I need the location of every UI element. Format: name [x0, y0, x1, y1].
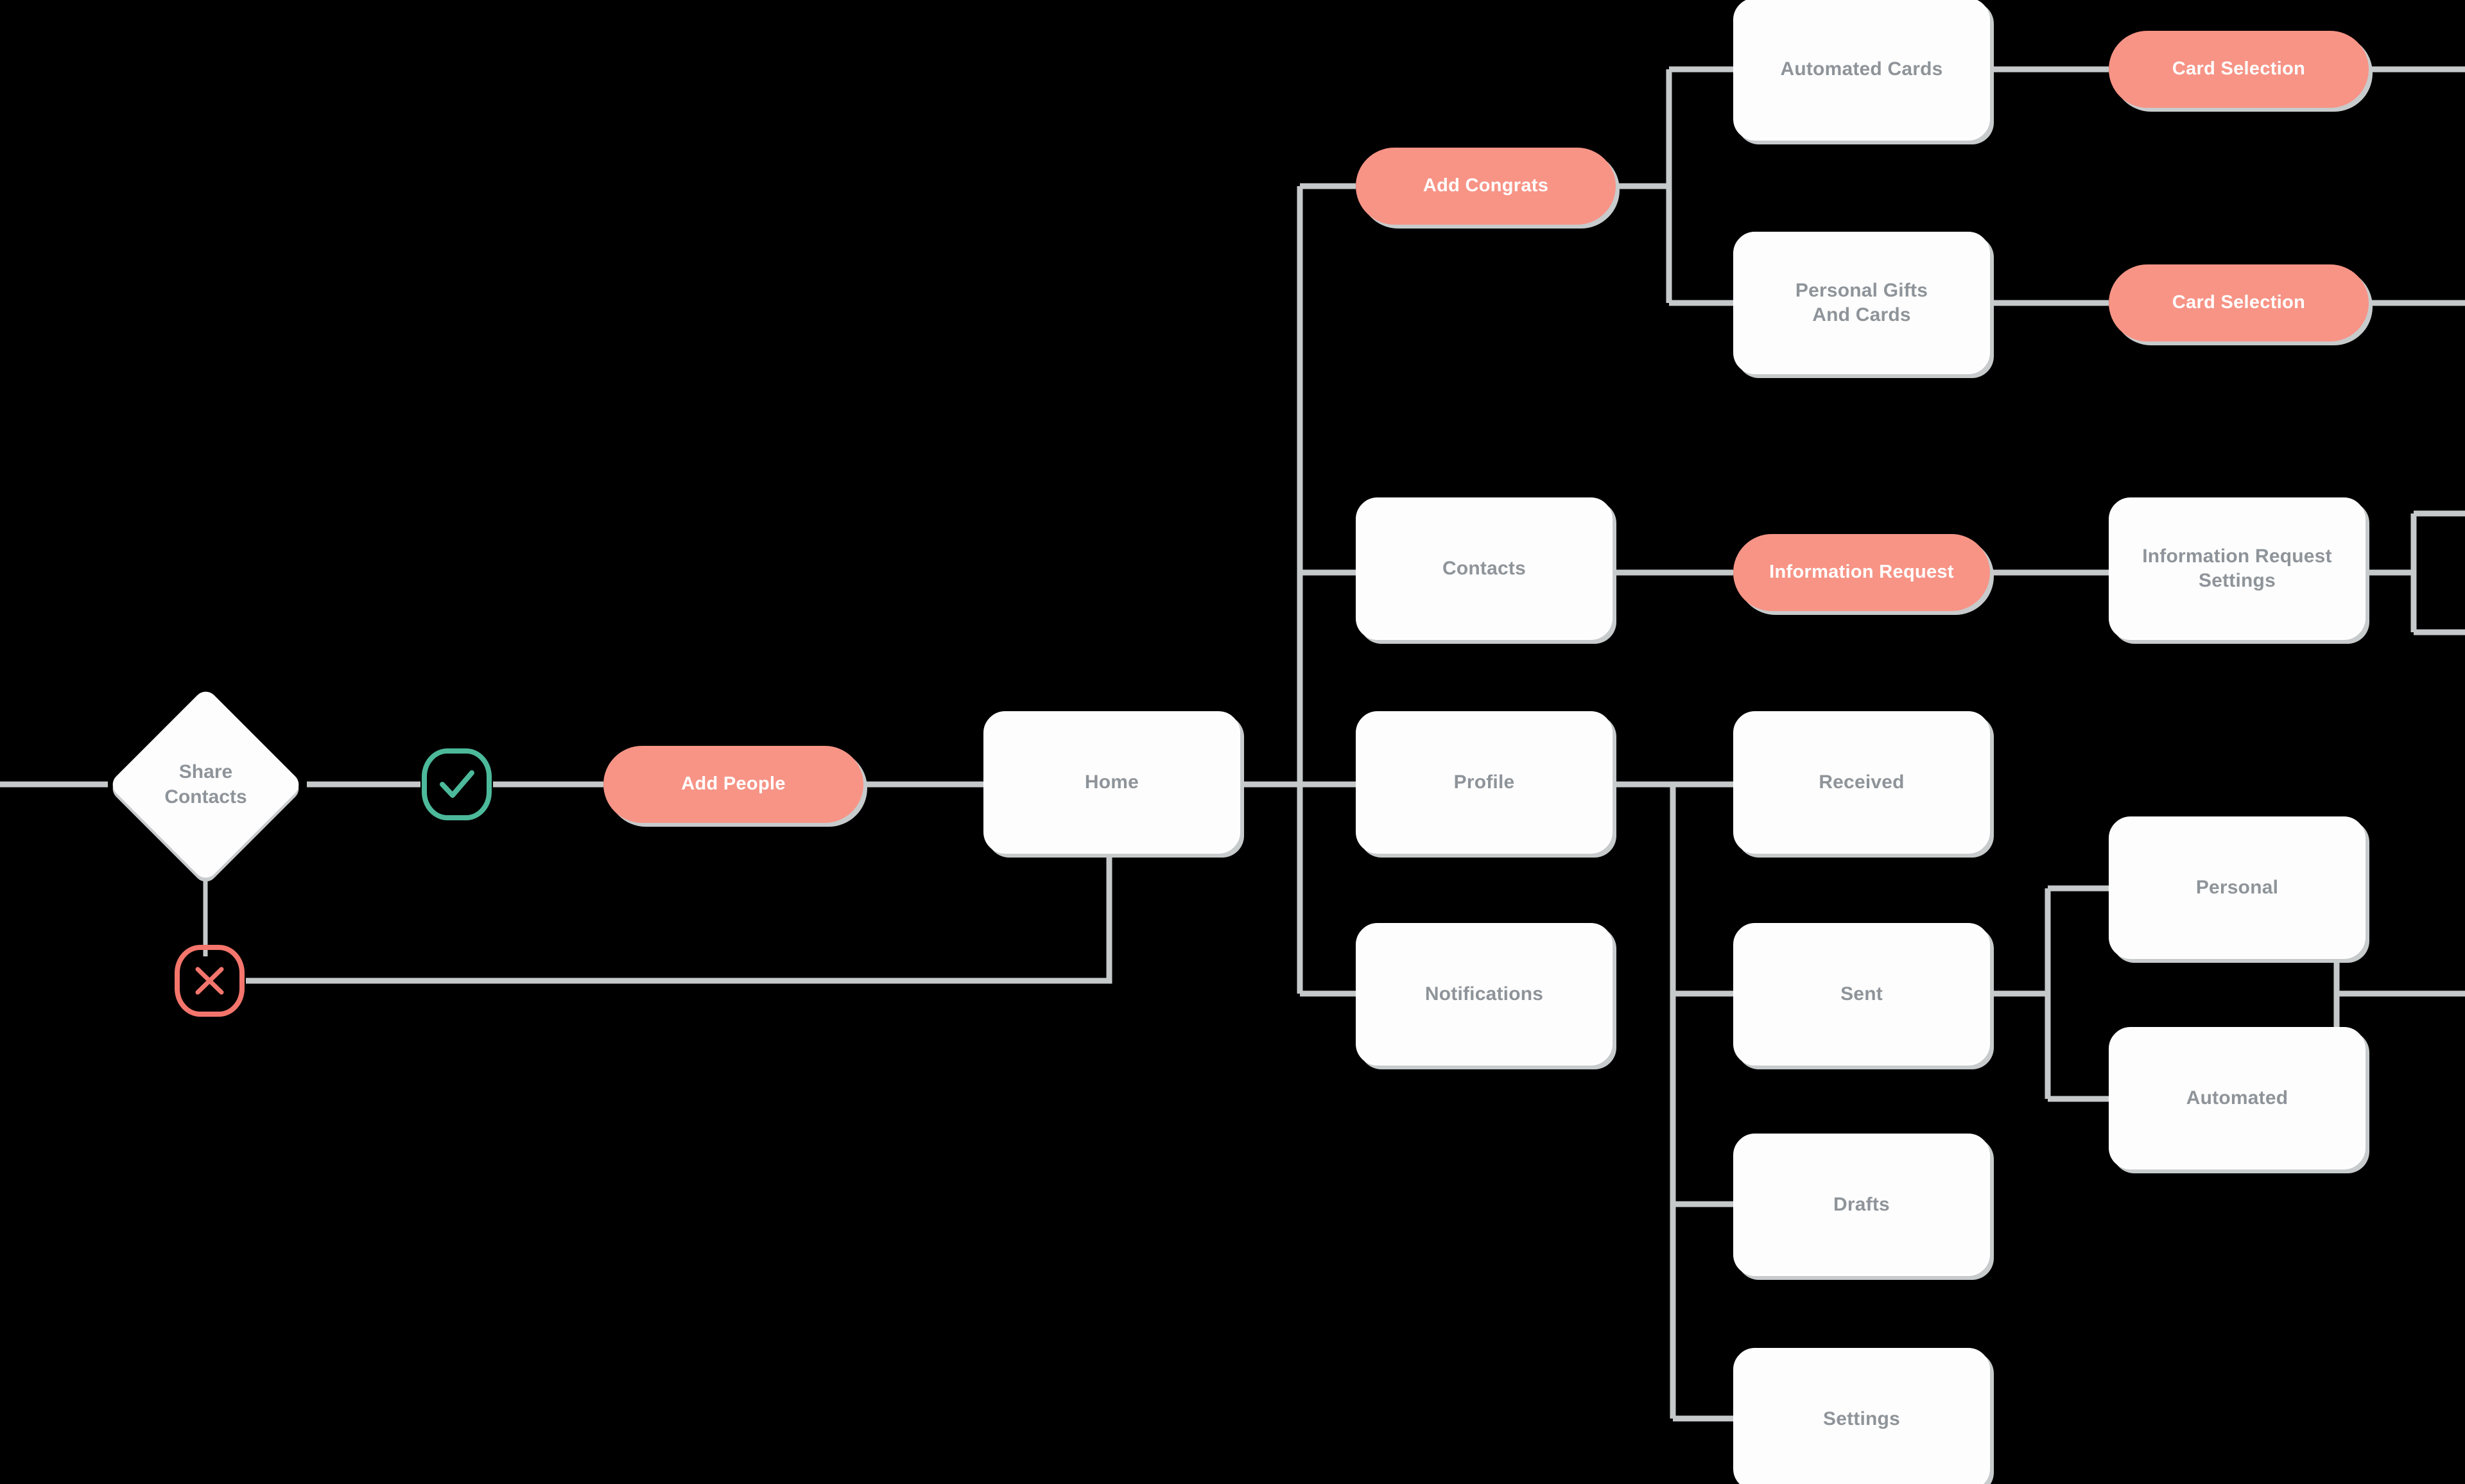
node-label: Add Congrats: [1423, 175, 1549, 196]
node-personal[interactable]: Personal: [2109, 816, 2366, 959]
node-sent[interactable]: Sent: [1733, 923, 1990, 1066]
node-label: Card Selection: [2172, 292, 2306, 313]
close-icon[interactable]: [173, 944, 246, 1018]
node-profile[interactable]: Profile: [1356, 711, 1613, 854]
node-label: Notifications: [1424, 983, 1544, 1005]
node-notifications[interactable]: Notifications: [1356, 923, 1613, 1066]
node-add-congrats[interactable]: Add Congrats: [1356, 148, 1616, 225]
node-label: Received: [1819, 771, 1905, 793]
node-label: Card Selection: [2172, 58, 2306, 80]
node-label: Sent: [1840, 983, 1883, 1005]
node-automated[interactable]: Automated: [2109, 1027, 2366, 1169]
node-home[interactable]: Home: [983, 711, 1240, 854]
node-settings[interactable]: Settings: [1733, 1348, 1990, 1484]
node-label: Home: [1084, 771, 1139, 793]
node-label: Profile: [1453, 771, 1515, 793]
node-contacts[interactable]: Contacts: [1356, 497, 1613, 640]
node-label: Settings: [1823, 1408, 1900, 1429]
node-information-request[interactable]: Information Request: [1733, 534, 1990, 611]
node-card-selection-top[interactable]: Card Selection: [2109, 31, 2369, 108]
node-label: Automated: [2186, 1087, 2288, 1109]
node-drafts[interactable]: Drafts: [1733, 1134, 1990, 1276]
node-label: Automated Cards: [1780, 58, 1943, 80]
node-label: Personal: [2195, 876, 2279, 898]
node-label: Contacts: [1442, 557, 1526, 579]
node-label: Information Request: [1769, 562, 1954, 583]
check-icon[interactable]: [420, 747, 493, 822]
edge-cross-to-home-bottom: [246, 854, 1112, 984]
node-label: Add People: [681, 773, 786, 795]
node-add-people[interactable]: Add People: [603, 746, 863, 823]
node-label: Drafts: [1833, 1193, 1890, 1215]
node-received[interactable]: Received: [1733, 711, 1990, 854]
node-automated-cards[interactable]: Automated Cards: [1733, 0, 1990, 141]
node-card-selection-bottom[interactable]: Card Selection: [2109, 264, 2369, 341]
